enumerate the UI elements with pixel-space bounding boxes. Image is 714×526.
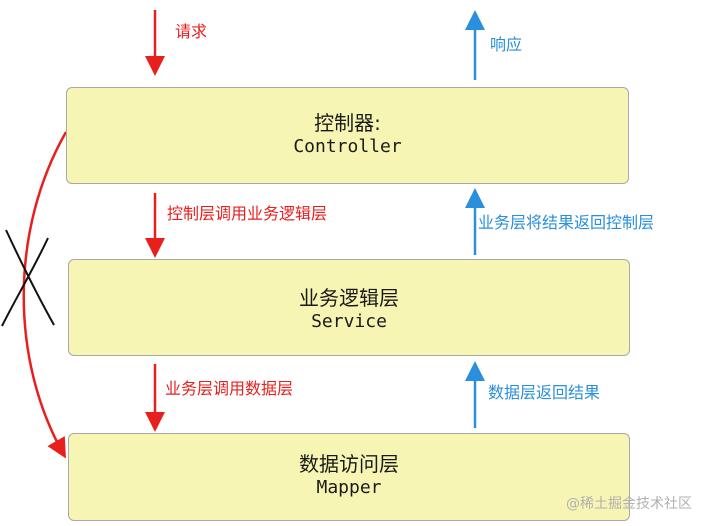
mapper-layer-box: 数据访问层 Mapper [68, 433, 630, 521]
response-label: 响应 [490, 35, 523, 54]
service-to-mapper-label: 业务层调用数据层 [165, 379, 294, 398]
controller-layer-box: 控制器: Controller [66, 87, 629, 184]
mapper-layer-name: 数据访问层 [299, 452, 399, 476]
watermark: @稀土掘金技术社区 [566, 496, 692, 512]
mapper-to-service-label: 数据层返回结果 [488, 383, 601, 402]
request-label: 请求 [175, 22, 208, 41]
cross-mark-icon [1, 229, 55, 327]
service-layer-name: 业务逻辑层 [299, 286, 399, 310]
service-layer-code: Service [311, 311, 387, 332]
bypass-arc [22, 131, 68, 459]
service-layer-box: 业务逻辑层 Service [68, 259, 630, 356]
mapper-layer-code: Mapper [316, 477, 382, 498]
controller-layer-name: 控制器: [314, 111, 381, 135]
service-to-controller-label: 业务层将结果返回控制层 [478, 213, 655, 232]
controller-layer-code: Controller [293, 136, 402, 157]
controller-to-service-label: 控制层调用业务逻辑层 [167, 204, 328, 223]
